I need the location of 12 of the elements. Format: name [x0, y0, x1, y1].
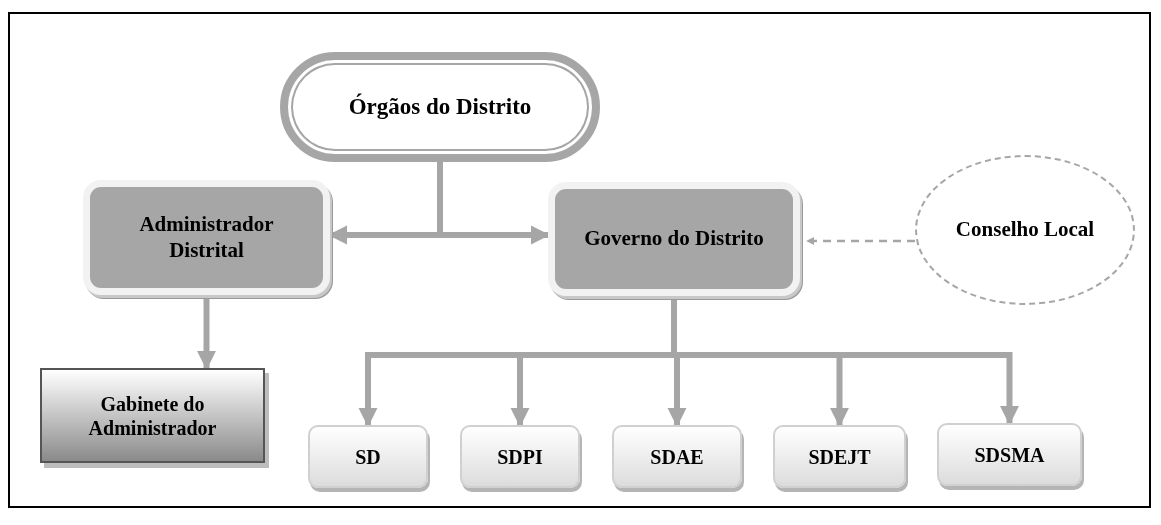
node-label: SDPI — [497, 444, 543, 469]
node-label: Conselho Local — [955, 217, 1095, 243]
node-label: SD — [355, 444, 381, 469]
node-label: SDAE — [650, 444, 704, 469]
node-label: Órgãos do Distrito — [348, 93, 532, 121]
node-label: SDSMA — [974, 442, 1045, 467]
node-label: SDEJT — [808, 444, 871, 469]
node-label: Administrador Distrital — [138, 212, 275, 263]
node-label: Gabinete do Administrador — [87, 391, 218, 440]
node-label: Governo do Distrito — [584, 226, 764, 252]
arrow — [806, 237, 915, 245]
arrow — [437, 162, 550, 245]
